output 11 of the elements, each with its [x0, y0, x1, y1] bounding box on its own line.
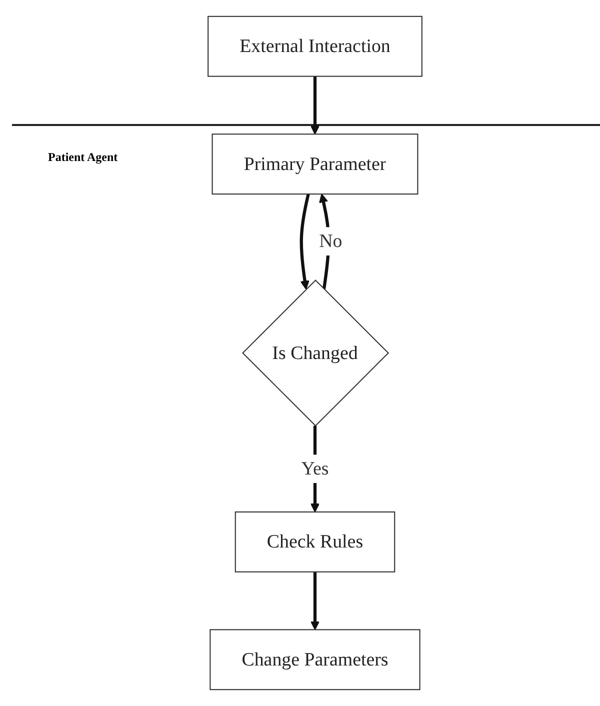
edge-label: Yes — [301, 458, 329, 479]
node-box: Change Parameters — [210, 629, 420, 690]
arrow — [310, 76, 320, 135]
lane-label: Patient Agent — [48, 150, 118, 165]
node-box: External Interaction — [208, 16, 422, 77]
edge-label: No — [319, 230, 342, 252]
arrow — [310, 572, 320, 630]
node-box: Primary Parameter — [212, 134, 418, 195]
node-diamond: Is Changed — [242, 279, 390, 427]
node-box: Check Rules — [234, 511, 396, 572]
arrow — [300, 194, 310, 290]
